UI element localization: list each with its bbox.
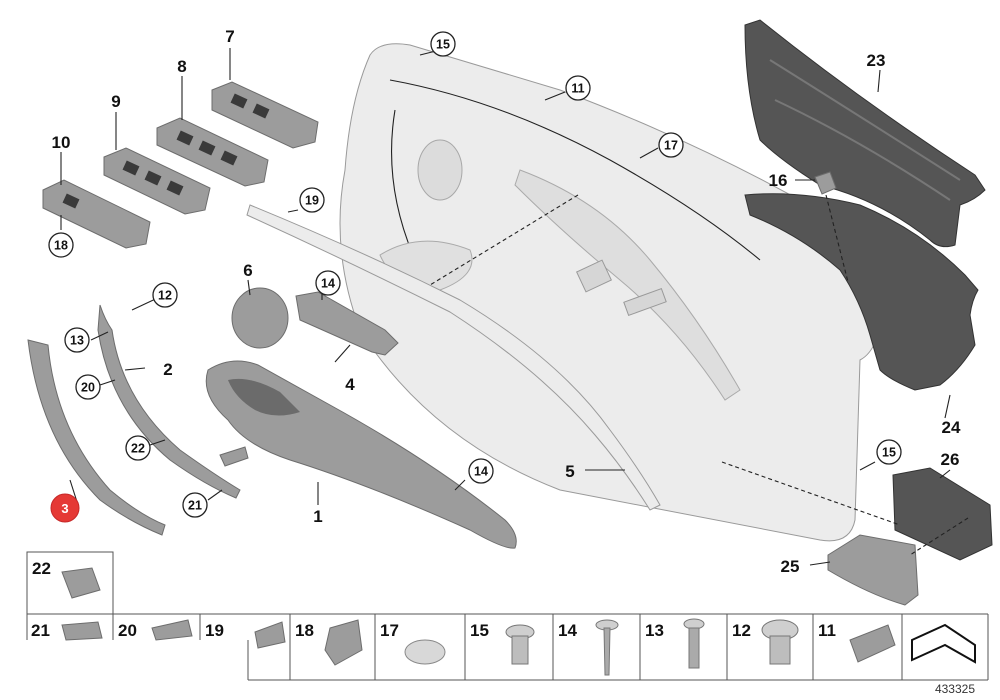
legend-grid: 22 21 20 19 18 17 15 14 13 12 11 [26, 551, 989, 681]
trim-strip-2 [97, 304, 241, 499]
callout-15-lower[interactable]: 15 [876, 439, 902, 465]
callout-13[interactable]: 13 [64, 327, 90, 353]
callout-26[interactable]: 26 [941, 450, 960, 469]
speaker-cover-6 [231, 287, 289, 349]
callout-18[interactable]: 18 [48, 232, 74, 258]
door-trim-panel [339, 43, 887, 542]
svg-text:3: 3 [61, 501, 68, 516]
clip-16 [814, 171, 837, 195]
legend-cell-15-label[interactable]: 15 [470, 621, 489, 640]
svg-text:22: 22 [131, 442, 145, 456]
callout-5[interactable]: 5 [565, 462, 574, 481]
svg-text:21: 21 [188, 499, 202, 513]
callout-14-armrest[interactable]: 14 [468, 458, 494, 484]
part-26 [892, 467, 993, 561]
bracket-21 [219, 446, 249, 467]
callout-25[interactable]: 25 [781, 557, 800, 576]
legend-cell-18-label[interactable]: 18 [295, 621, 314, 640]
switch-panel-7 [211, 81, 319, 149]
callout-20[interactable]: 20 [75, 374, 101, 400]
callout-8[interactable]: 8 [177, 57, 186, 76]
callout-19[interactable]: 19 [299, 187, 325, 213]
svg-text:14: 14 [474, 465, 488, 479]
callout-9[interactable]: 9 [111, 92, 120, 111]
legend-cell-13-label[interactable]: 13 [645, 621, 664, 640]
callout-10[interactable]: 10 [52, 133, 71, 152]
svg-text:17: 17 [664, 139, 678, 153]
legend-cell-22-label: 22 [32, 559, 51, 578]
svg-text:18: 18 [54, 239, 68, 253]
legend-cell-21-label[interactable]: 21 [31, 621, 50, 640]
svg-text:11: 11 [571, 82, 584, 96]
leader-lines [60, 48, 969, 566]
callout-17[interactable]: 17 [658, 132, 684, 158]
armrest-1 [205, 360, 517, 549]
callout-15-top[interactable]: 15 [430, 31, 456, 57]
legend-cell-11-label[interactable]: 11 [818, 621, 836, 640]
callout-22[interactable]: 22 [125, 435, 151, 461]
callout-1[interactable]: 1 [313, 507, 322, 526]
callout-24[interactable]: 24 [942, 418, 961, 437]
callout-2[interactable]: 2 [163, 360, 172, 379]
callout-23[interactable]: 23 [867, 51, 886, 70]
insulation-23 [744, 19, 986, 248]
insulation-24 [744, 193, 979, 391]
svg-text:14: 14 [321, 277, 335, 291]
callout-3-highlighted[interactable]: 3 [50, 493, 80, 523]
callout-7[interactable]: 7 [225, 27, 234, 46]
svg-text:13: 13 [70, 334, 84, 348]
svg-text:19: 19 [305, 194, 319, 208]
part-25 [827, 534, 919, 606]
switch-panel-8 [156, 117, 269, 187]
callout-16[interactable]: 16 [769, 171, 788, 190]
svg-text:12: 12 [158, 289, 172, 303]
callout-4[interactable]: 4 [345, 375, 355, 394]
svg-text:15: 15 [436, 38, 450, 52]
legend-cell-17-label[interactable]: 17 [380, 621, 399, 640]
switch-panel-10 [42, 179, 151, 249]
legend-cell-20-label[interactable]: 20 [118, 621, 137, 640]
svg-text:20: 20 [81, 381, 95, 395]
trim-strip-5 [246, 204, 661, 511]
legend-cell-19-label[interactable]: 19 [205, 621, 224, 640]
svg-text:15: 15 [882, 446, 896, 460]
callout-6[interactable]: 6 [243, 261, 252, 280]
trim-strip-3 [27, 339, 166, 536]
door-handle-4 [295, 291, 399, 356]
legend-cell-12-label[interactable]: 12 [732, 621, 751, 640]
switch-panel-9 [103, 147, 211, 215]
legend-cell-14-label[interactable]: 14 [558, 621, 577, 640]
diagram-number: 433325 [935, 682, 975, 696]
callout-12[interactable]: 12 [152, 282, 178, 308]
callout-14-handle[interactable]: 14 [315, 270, 341, 296]
callout-11[interactable]: 11 [565, 75, 591, 101]
callout-21[interactable]: 21 [182, 492, 208, 518]
